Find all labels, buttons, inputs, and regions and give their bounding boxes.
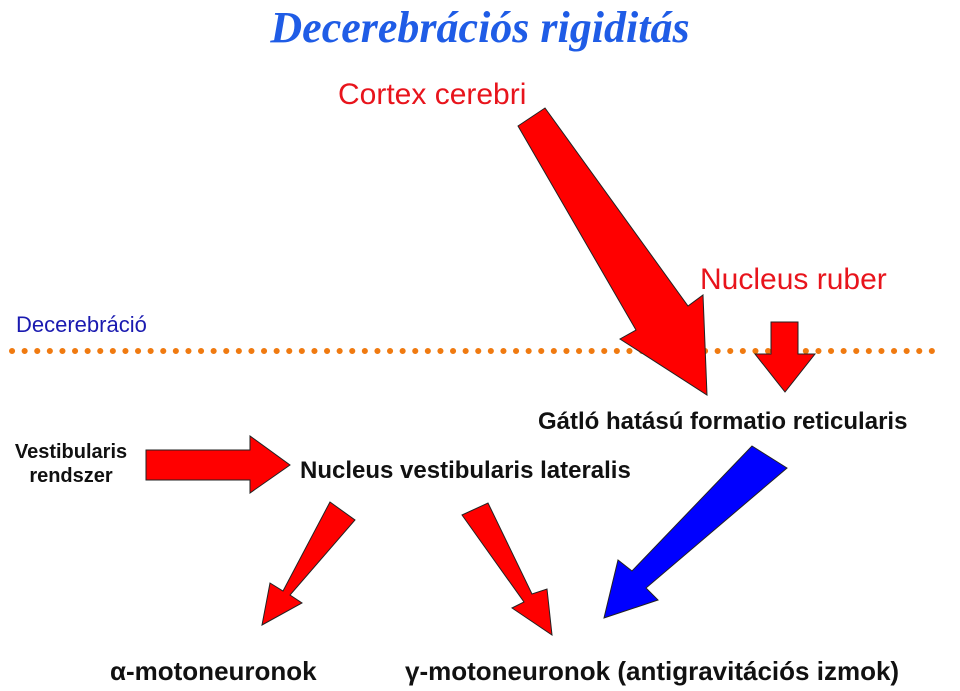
ruber-down-arrow [753,321,817,393]
cortex-to-reticularis-arrow [517,107,708,396]
nucleus-ruber-label: Nucleus ruber [700,263,887,296]
formatio-reticularis-label: Gátló hatású formatio reticularis [538,408,908,435]
gamma-motoneuron-label: γ-motoneuronok (antigravitációs izmok) [405,656,900,686]
vestibularis-label: Vestibularis rendszer [0,440,142,488]
reticularis-to-gamma-inhibitory-arrow [603,445,788,619]
nucleus-vestibularis-label: Nucleus vestibularis lateralis [300,457,631,484]
nucleus-to-alpha-arrow [261,501,356,626]
alpha-motoneuron-label: α-motoneuronok [110,656,317,686]
vestibularis-line2: rendszer [29,465,113,487]
vestibularis-line1: Vestibularis [14,441,128,463]
decerebracio-label: Decerebráció [16,312,147,337]
nucleus-to-gamma-arrow [461,502,553,637]
vestibular-to-nucleus-arrow [145,435,291,494]
cortex-cerebri-label: Cortex cerebri [338,78,527,111]
diagram-title: Decerebrációs rigiditás [270,3,690,52]
